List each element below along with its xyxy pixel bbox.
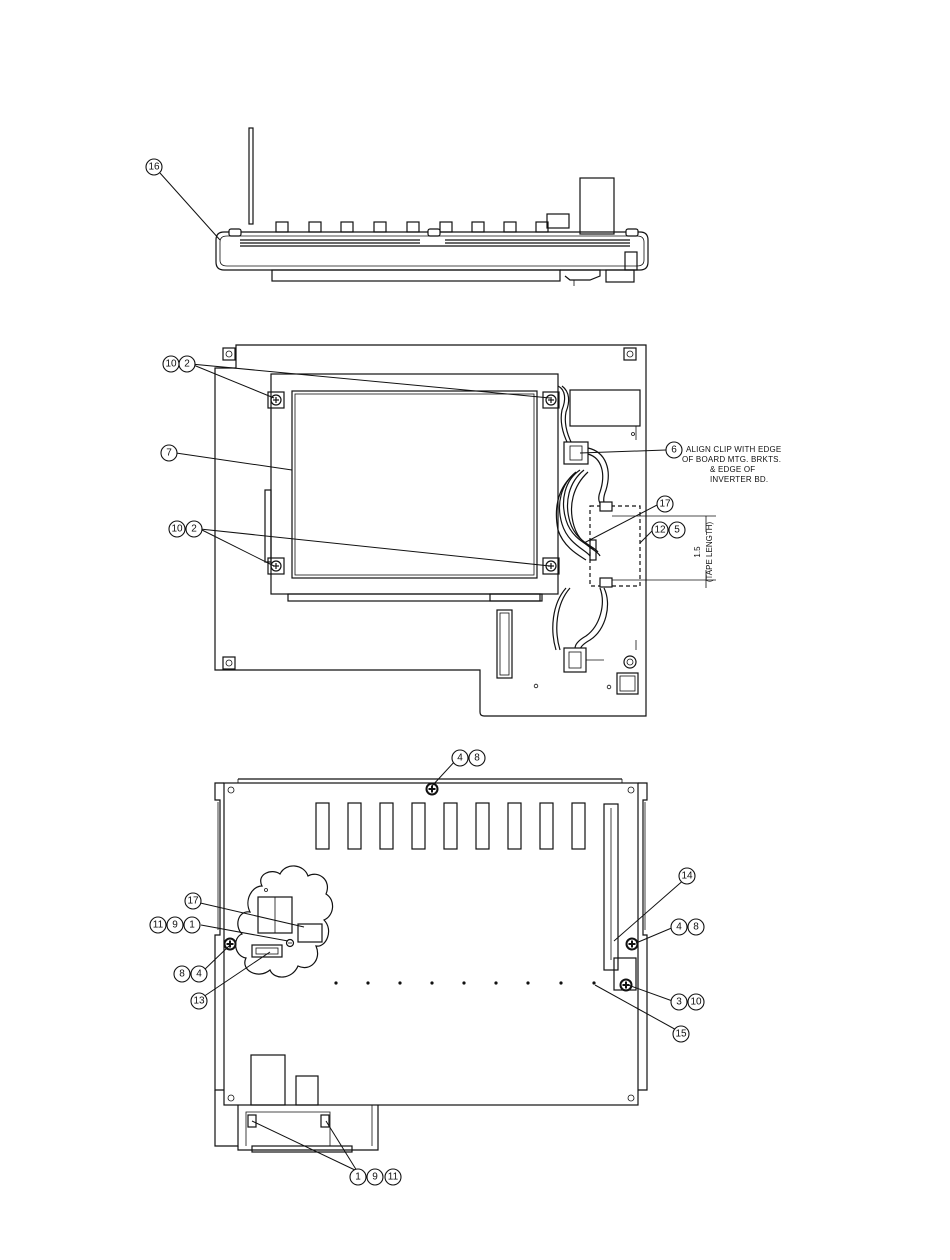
side-connector — [374, 222, 386, 232]
callout-label: 11 — [388, 1172, 399, 1183]
callout-label: 9 — [372, 1172, 378, 1183]
callout-label: 15 — [675, 1029, 687, 1040]
callout-label: 7 — [166, 448, 172, 459]
callout-right-screw: 4 8 — [671, 919, 704, 935]
callout-label: 2 — [184, 359, 190, 370]
board-screw — [627, 939, 638, 950]
callout-lcd: 7 — [161, 445, 177, 461]
callout-label: 14 — [681, 871, 693, 882]
front-view — [215, 345, 716, 716]
callout-rear-tape: 17 — [185, 893, 201, 909]
callout-bottom: 1 9 11 — [350, 1169, 401, 1185]
callout-clip: 6 — [666, 442, 682, 458]
note-line: ALIGN CLIP WITH EDGE — [686, 445, 781, 454]
test-point-dot — [462, 981, 465, 984]
side-connector — [309, 222, 321, 232]
rear-slot-connector — [380, 803, 393, 849]
callout-cable: 13 — [191, 993, 207, 1009]
dimension-label: (TAPE LENGTH) — [705, 522, 714, 583]
test-point-dot — [366, 981, 369, 984]
callout-label: 4 — [457, 753, 463, 764]
callout-left-upper: 11 9 1 — [150, 917, 200, 933]
side-connector — [536, 222, 548, 232]
callout-label: 8 — [693, 922, 699, 933]
callout-top-screw: 4 8 — [452, 750, 485, 766]
callout-label: 17 — [187, 896, 199, 907]
test-point-dot — [559, 981, 562, 984]
side-view — [216, 128, 648, 286]
rear-slot-connector — [508, 803, 521, 849]
tape-length-dimension: 1.5 (TAPE LENGTH) — [693, 522, 714, 583]
note-line: & EDGE OF — [710, 465, 755, 474]
lcd-mount-screw — [543, 392, 559, 408]
rear-slot-connector — [540, 803, 553, 849]
side-connector — [341, 222, 353, 232]
callout-label: 10 — [690, 997, 702, 1008]
rear-slot-connector — [316, 803, 329, 849]
callout-label: 5 — [674, 525, 680, 536]
callout-upper-screws: 10 2 — [163, 356, 195, 372]
callout-left-lower: 8 4 — [174, 966, 207, 982]
callout-label: 16 — [148, 162, 160, 173]
note-line: OF BOARD MTG. BRKTS. — [682, 455, 781, 464]
callout-label: 11 — [153, 920, 164, 931]
rear-slot-connector — [348, 803, 361, 849]
callout-label: 10 — [165, 359, 177, 370]
callout-label: 10 — [171, 524, 183, 535]
test-point-dot — [494, 981, 497, 984]
callout-label: 4 — [196, 969, 202, 980]
test-point-dot — [398, 981, 401, 984]
rear-slot-connector — [572, 803, 585, 849]
side-connector — [276, 222, 288, 232]
callout-tape: 17 — [657, 496, 673, 512]
screw-symbols — [225, 784, 638, 991]
callout-label: 8 — [474, 753, 480, 764]
callout-label: 2 — [191, 524, 197, 535]
callout-lower-screws: 10 2 — [169, 521, 202, 537]
rear-slot-connector — [444, 803, 457, 849]
callout-label: 3 — [676, 997, 682, 1008]
callout-strip: 14 — [679, 868, 695, 884]
callout-label: 9 — [172, 920, 178, 931]
board-screw — [225, 939, 236, 950]
board-screw — [621, 980, 632, 991]
callout-label: 12 — [654, 525, 666, 536]
callout-label: 4 — [676, 922, 682, 933]
callout-label: 6 — [671, 445, 677, 456]
board-screw — [427, 784, 438, 795]
test-point-dot — [526, 981, 529, 984]
callout-label: 17 — [659, 499, 671, 510]
side-connector — [407, 222, 419, 232]
callout-label: 8 — [179, 969, 185, 980]
note-line: INVERTER BD. — [710, 475, 768, 484]
callout-16: 16 — [146, 159, 162, 175]
callout-inverter: 12 5 — [652, 522, 685, 538]
dimension-value: 1.5 — [693, 546, 702, 558]
callout-dots: 15 — [673, 1026, 689, 1042]
side-connector — [440, 222, 452, 232]
rear-view — [215, 779, 647, 1152]
clip-alignment-note: ALIGN CLIP WITH EDGE OF BOARD MTG. BRKTS… — [682, 445, 781, 484]
rear-slot-connector — [412, 803, 425, 849]
test-point-dot — [430, 981, 433, 984]
side-connector — [504, 222, 516, 232]
test-point-dot — [334, 981, 337, 984]
callout-label: 1 — [355, 1172, 361, 1183]
rear-slot-connector — [476, 803, 489, 849]
callout-label: 1 — [189, 920, 195, 931]
side-connector — [472, 222, 484, 232]
leader-lines — [160, 173, 686, 1171]
callout-right-lower: 3 10 — [671, 994, 704, 1010]
callout-label: 13 — [193, 996, 205, 1007]
test-point-dot — [592, 981, 595, 984]
